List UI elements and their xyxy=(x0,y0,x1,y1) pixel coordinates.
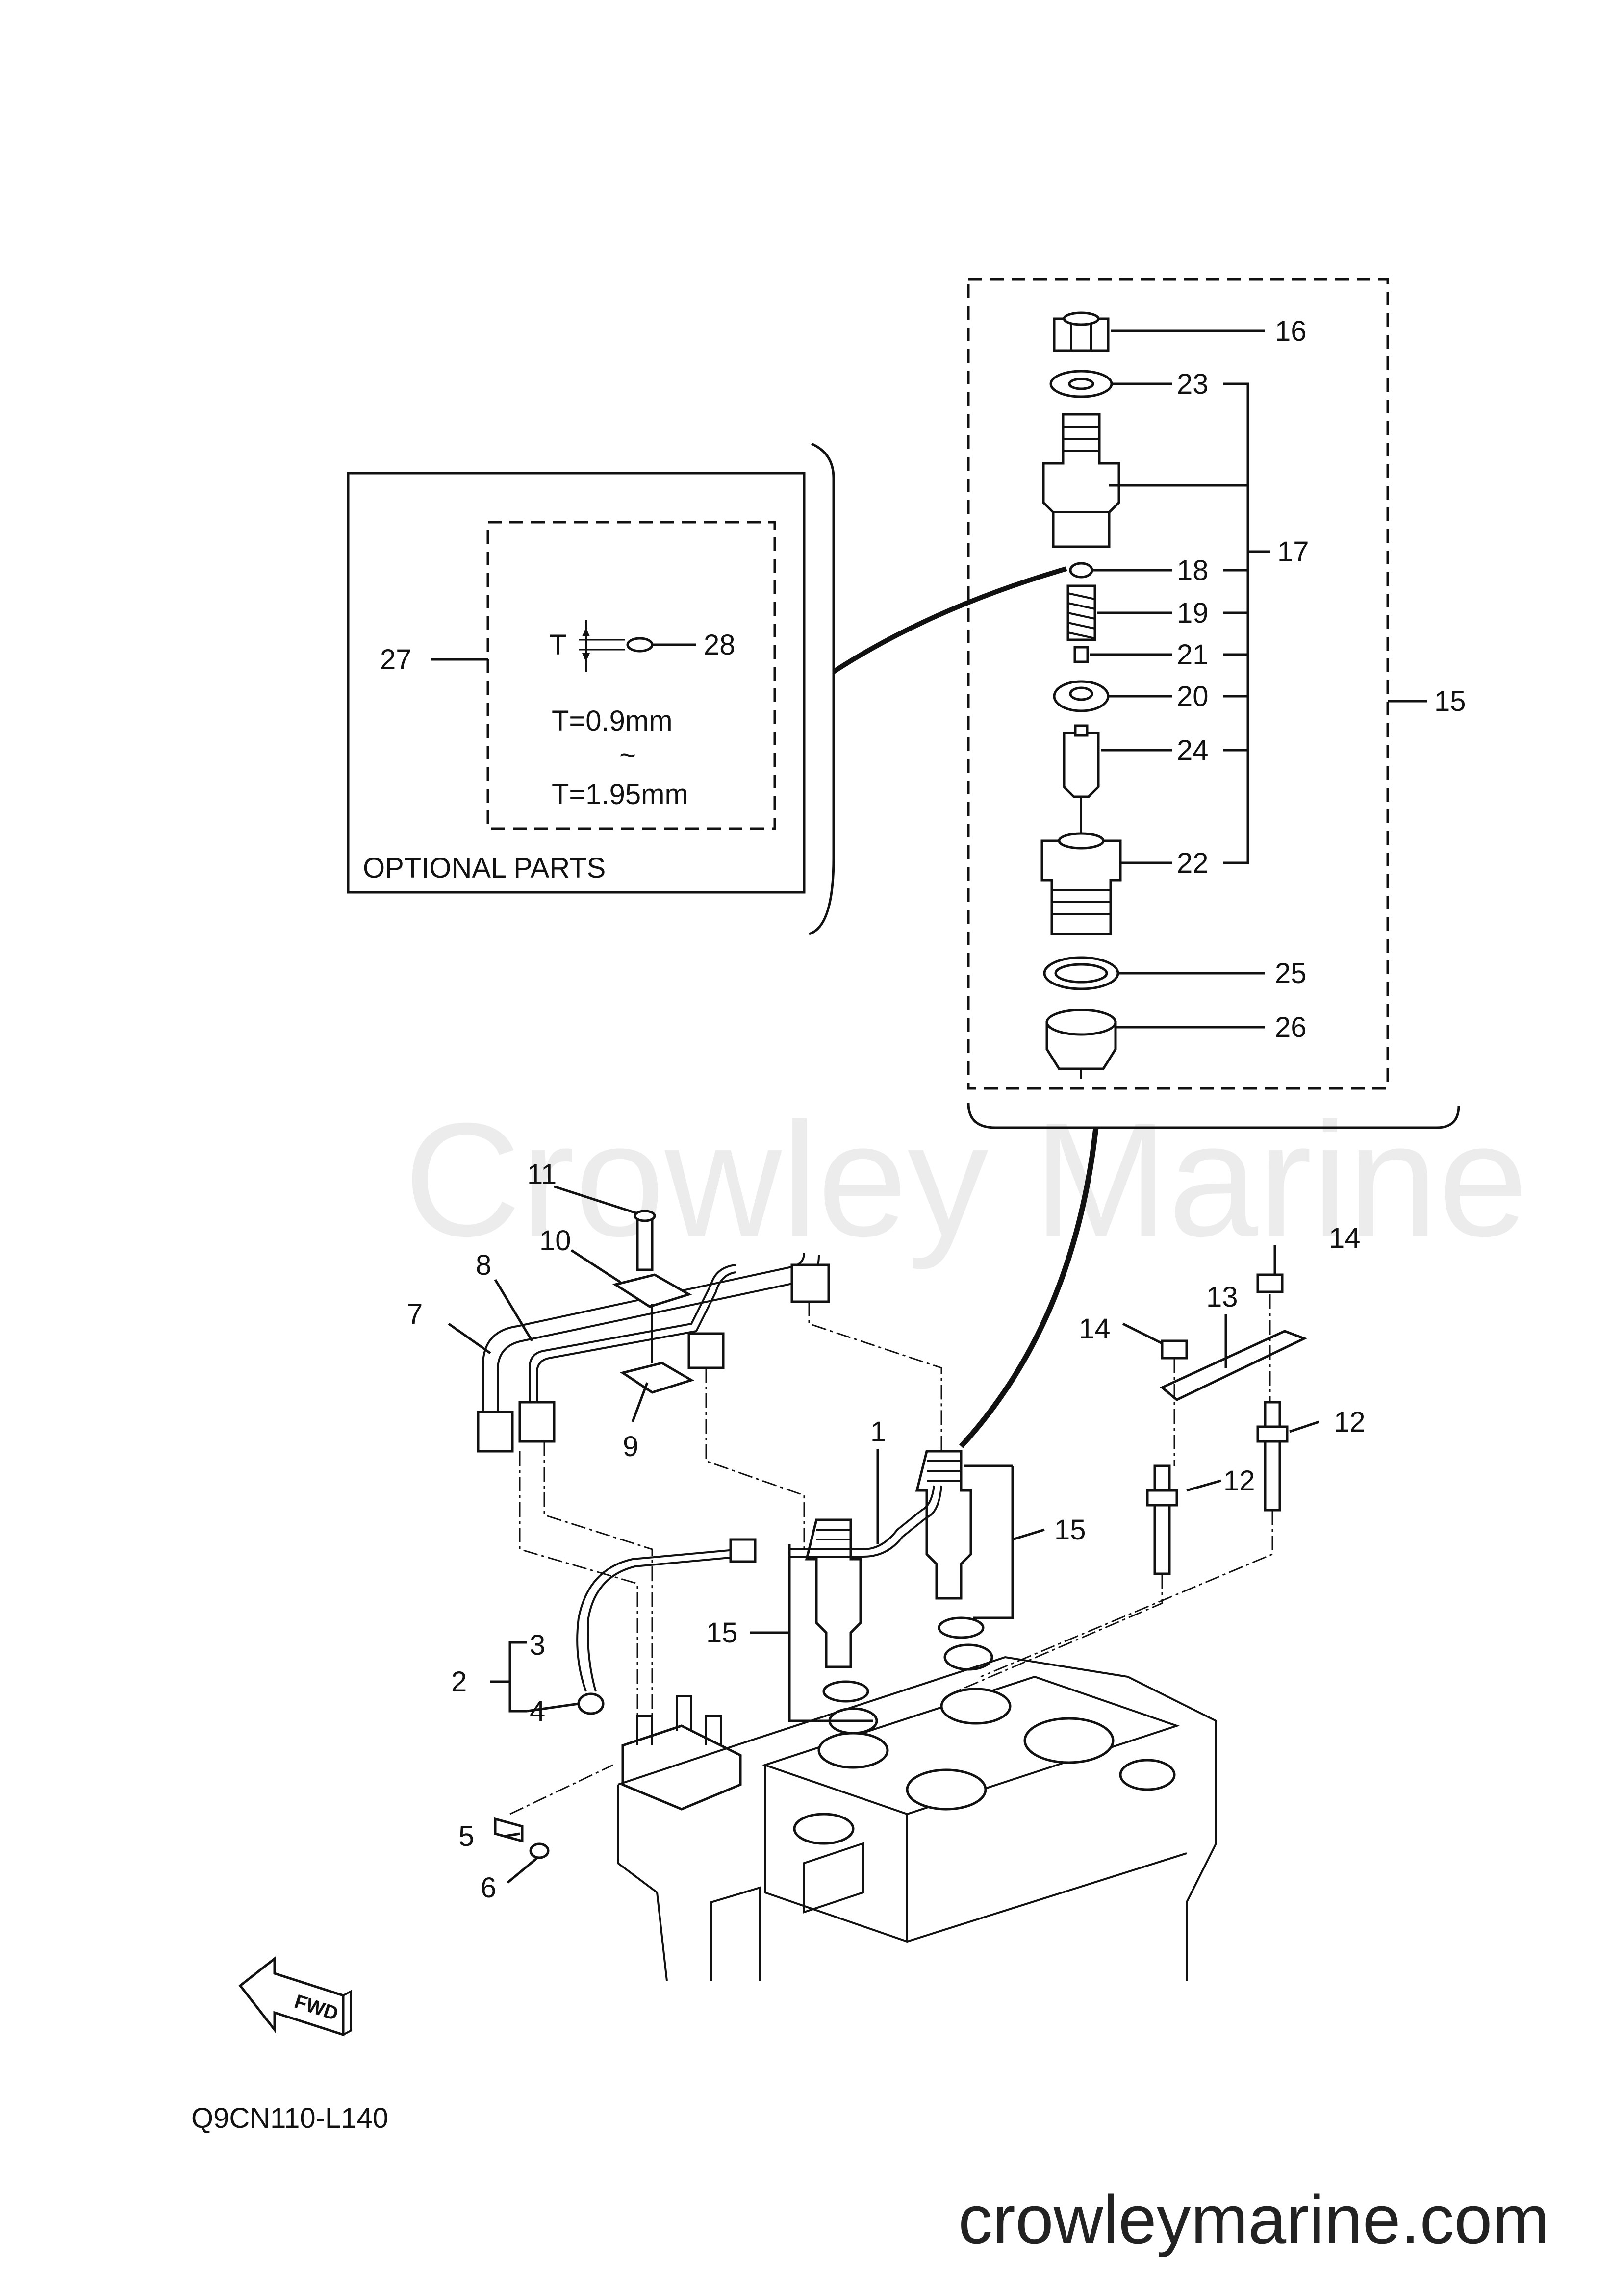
pipe-nut xyxy=(687,1332,725,1369)
callout-9: 9 xyxy=(623,1431,638,1463)
callout-15-left: 15 xyxy=(706,1617,738,1649)
shim-28 xyxy=(626,637,654,653)
pipe-nut xyxy=(477,1411,514,1453)
nut-14 xyxy=(1161,1339,1188,1360)
drawing-code: Q9CN110-L140 xyxy=(191,2102,388,2134)
pipe-nut xyxy=(790,1263,830,1303)
callout-18: 18 xyxy=(1177,555,1209,586)
glow-plug-12-right xyxy=(1256,1401,1289,1512)
callout-25: 25 xyxy=(1275,958,1307,989)
glow-plug-12-left xyxy=(1146,1464,1178,1575)
injection-pump xyxy=(621,1724,742,1811)
callout-14-right: 14 xyxy=(1329,1222,1361,1254)
callout-5: 5 xyxy=(458,1820,474,1852)
injector-right xyxy=(915,1450,993,1671)
clip-4 xyxy=(577,1692,605,1715)
spring-19 xyxy=(1066,584,1096,641)
washer-6 xyxy=(529,1842,550,1859)
o-ring-18 xyxy=(1069,562,1093,579)
holder-17 xyxy=(1042,413,1120,548)
callout-8: 8 xyxy=(476,1249,491,1281)
callout-14-left: 14 xyxy=(1079,1313,1111,1345)
range-separator: ~ xyxy=(619,739,636,771)
range-min: T=0.9mm xyxy=(552,705,673,737)
callout-11: 11 xyxy=(527,1159,557,1190)
callout-24: 24 xyxy=(1177,734,1209,766)
optional-parts-box: 27 T 28 T=0.9mm ~ T=1.95mm OPTIONAL PART… xyxy=(347,472,806,894)
watermark: Crowley Marine xyxy=(404,1089,1528,1271)
cushion-9 xyxy=(619,1362,695,1394)
callout-12-left: 12 xyxy=(1223,1465,1255,1497)
pin-21 xyxy=(1073,646,1089,663)
callout-15-main: 15 xyxy=(1434,685,1466,717)
callout-2: 2 xyxy=(451,1666,467,1698)
callout-6: 6 xyxy=(481,1872,496,1904)
injector-exploded-view: 16 23 17 18 19 21 20 24 22 25 26 15 xyxy=(959,278,1466,1448)
bracket-13 xyxy=(1160,1330,1308,1401)
callout-10: 10 xyxy=(539,1225,571,1257)
callout-12-right: 12 xyxy=(1334,1406,1366,1438)
callout-22: 22 xyxy=(1177,847,1209,879)
bolt-5 xyxy=(494,1817,524,1843)
callout-20: 20 xyxy=(1177,681,1209,712)
callout-26: 26 xyxy=(1275,1011,1307,1043)
callout-7: 7 xyxy=(407,1298,423,1330)
range-max: T=1.95mm xyxy=(552,779,688,810)
cylinder-head xyxy=(617,1656,1217,1981)
callout-1: 1 xyxy=(870,1416,886,1448)
clamp-10 xyxy=(612,1273,692,1308)
nut-14 xyxy=(1256,1273,1284,1293)
website-footer: crowleymarine.com xyxy=(958,2181,1549,2258)
callout-21: 21 xyxy=(1177,639,1209,671)
callout-16: 16 xyxy=(1275,315,1307,347)
optional-parts-title: OPTIONAL PARTS xyxy=(363,852,606,884)
callout-4: 4 xyxy=(530,1695,545,1727)
callout-3: 3 xyxy=(530,1629,545,1661)
engine-assembly: 11 10 8 7 9 1 15 15 3 2 4 5 6 14 14 13 1… xyxy=(407,1159,1366,1981)
nozzle-24 xyxy=(1063,732,1100,798)
bolt-11 xyxy=(636,1214,654,1271)
callout-27: 27 xyxy=(380,644,412,676)
callout-17: 17 xyxy=(1277,536,1309,568)
callout-13: 13 xyxy=(1206,1281,1238,1313)
injector-left xyxy=(805,1518,878,1735)
thickness-symbol: T xyxy=(549,629,566,661)
optional-part-group-27 xyxy=(486,521,776,830)
callout-23: 23 xyxy=(1177,368,1209,400)
fwd-arrow-icon: FWD xyxy=(238,1956,352,2037)
callout-28: 28 xyxy=(704,629,736,661)
callout-19: 19 xyxy=(1177,597,1209,629)
pipe-nut xyxy=(518,1401,556,1443)
callout-15-right: 15 xyxy=(1054,1514,1086,1546)
nozzle-nut-22 xyxy=(1040,839,1122,935)
